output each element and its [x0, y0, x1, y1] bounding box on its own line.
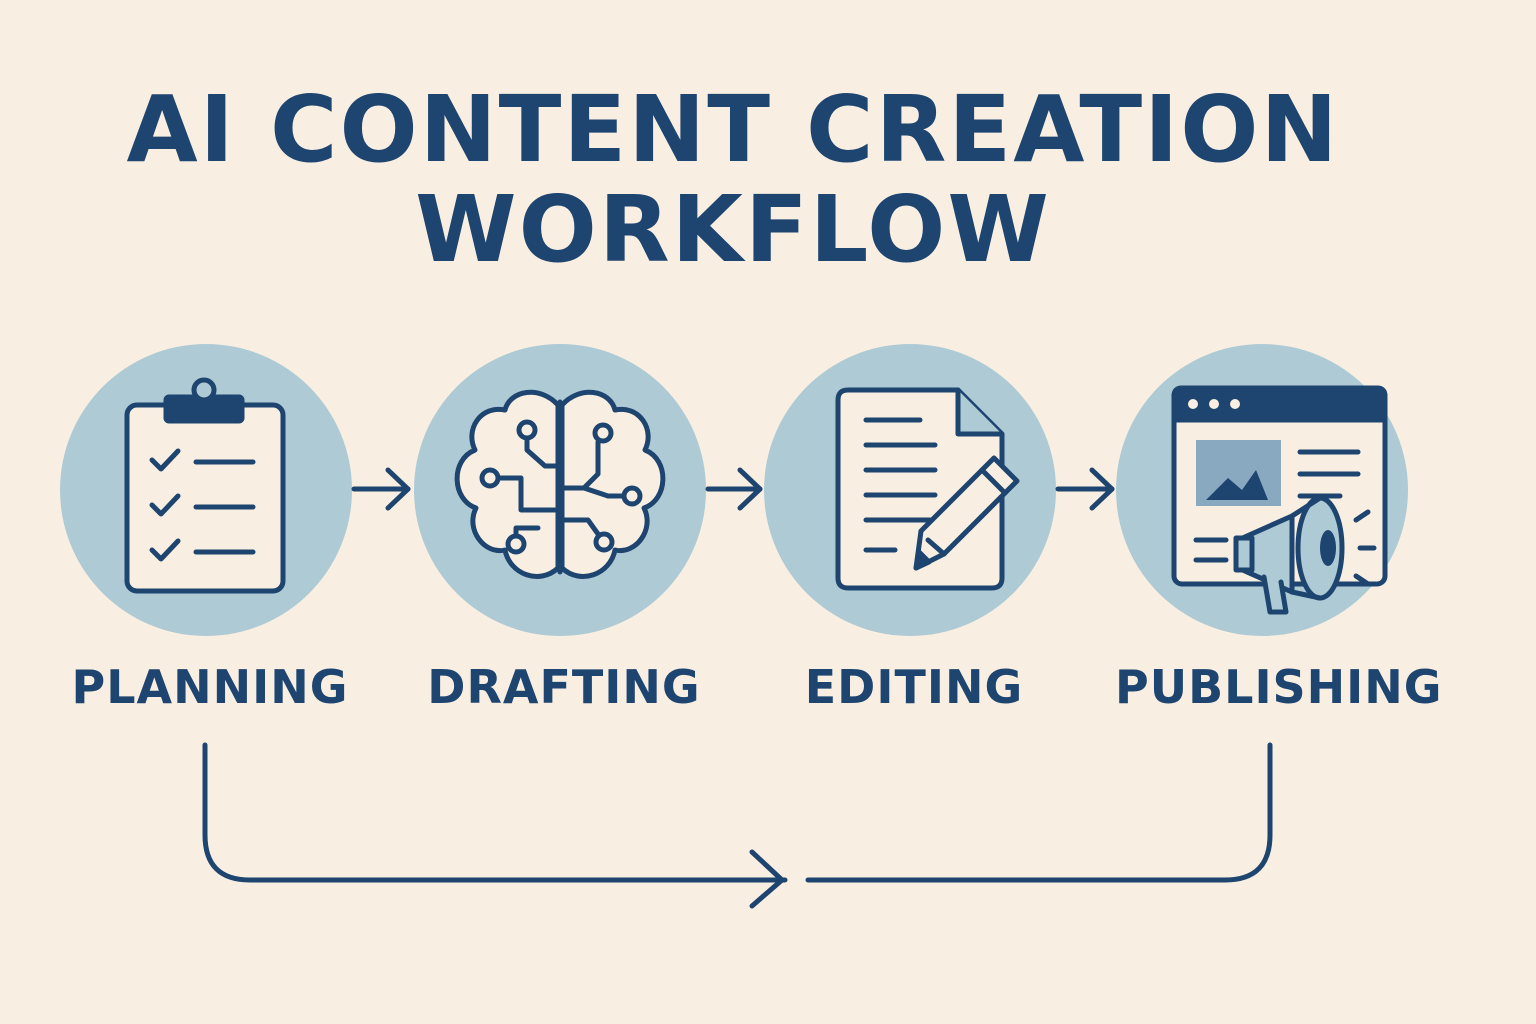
document-pencil-icon	[835, 387, 1020, 591]
stage-publishing-label: PUBLISHING	[1115, 660, 1443, 714]
page-title-line-2: WORKFLOW	[415, 176, 1051, 283]
stage-planning-label: PLANNING	[71, 660, 349, 714]
clipboard-checklist-icon	[124, 377, 286, 594]
stage-drafting-label: DRAFTING	[427, 660, 701, 714]
arrow-drafting-to-editing	[705, 467, 763, 511]
page-title-line-1: AI CONTENT CREATION	[126, 76, 1340, 183]
brain-circuit-icon	[454, 389, 666, 579]
browser-megaphone-icon	[1171, 385, 1388, 615]
arrow-editing-to-publishing	[1055, 467, 1115, 511]
loop-connector	[202, 742, 1273, 909]
stage-editing-label: EDITING	[804, 660, 1024, 714]
arrow-planning-to-drafting	[351, 467, 411, 511]
